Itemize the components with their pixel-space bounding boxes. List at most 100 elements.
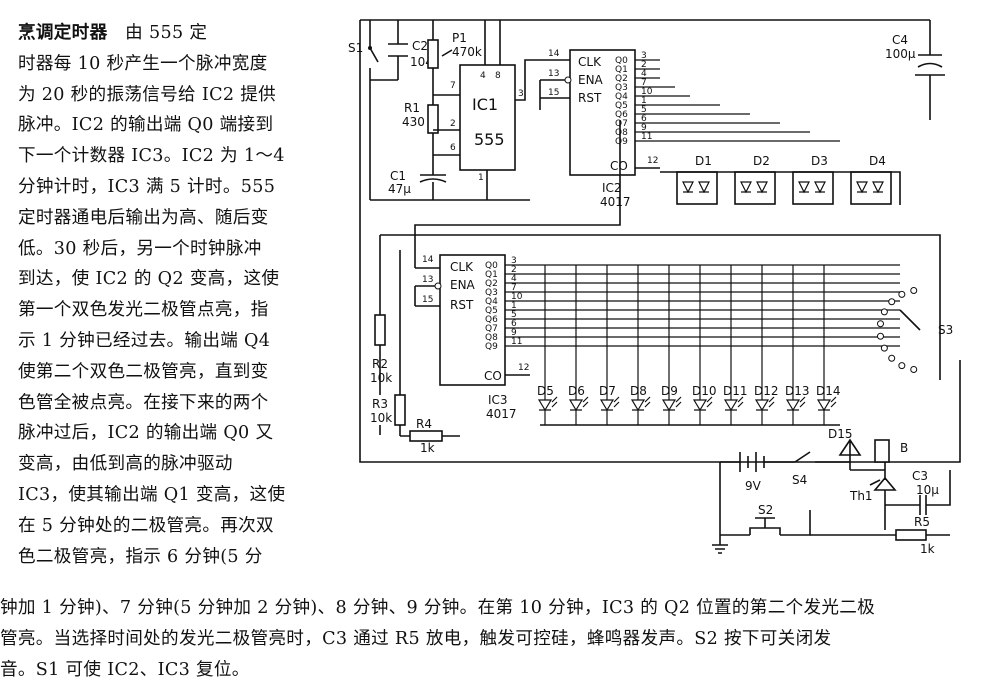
ic3-input-13: 13 — [422, 275, 433, 285]
c3-capacitor — [885, 470, 951, 515]
buzzer-label: B — [900, 441, 908, 455]
ic1-pin-6: 6 — [450, 143, 456, 153]
bicolor-d2-label: D2 — [753, 154, 770, 168]
text-line-13: 脉冲过后，IC2 的输出端 Q0 又 — [18, 423, 274, 444]
s3-contact-7 — [888, 298, 896, 306]
text-line-0: 烹调定时器 由 555 定 — [18, 18, 318, 49]
bicolor-d1-label: D1 — [695, 154, 712, 168]
article-title: 烹调定时器 — [18, 22, 108, 43]
r4-value: 1k — [420, 441, 435, 455]
r1-wire — [432, 129, 460, 175]
r1-resistor — [427, 104, 439, 134]
s3-contact-5 — [876, 320, 884, 328]
ic3-chip — [439, 254, 506, 386]
c2-value: 104 — [410, 55, 433, 69]
ic3-input-14: 14 — [422, 255, 434, 265]
bicolor-d4-box — [850, 171, 892, 205]
ic3-input-15: 15 — [422, 295, 433, 305]
r5-wire — [810, 505, 950, 536]
p1-wiper — [441, 49, 453, 57]
ic2-ena-bubble — [564, 76, 572, 84]
led-d11-label: D11 — [723, 384, 748, 398]
battery — [720, 452, 785, 472]
c2-capacitor — [388, 20, 408, 80]
ic3-pin-rst: RST — [450, 298, 474, 312]
ic3-out-q8-pin-num: 9 — [511, 328, 517, 338]
s3-contact-0 — [910, 366, 918, 374]
r2-value: 10k — [370, 371, 392, 385]
s1-label: S1 — [348, 41, 363, 55]
s4-label: S4 — [792, 473, 807, 487]
ic2-pin-co: CO — [610, 159, 628, 173]
ic3-type: 4017 — [486, 407, 517, 421]
s3-contact-2 — [888, 354, 896, 362]
led-d7-symbol — [599, 265, 615, 425]
ic3-out-q6-label: Q6 — [485, 315, 498, 325]
text-line-17: 色二极管亮，指示 6 分钟(5 分 — [18, 546, 263, 567]
ic3-out-q2-pin-num: 4 — [511, 274, 517, 284]
led-d5-rays — [551, 396, 558, 408]
text-line-7: 低。30 秒后，另一个时钟脉冲 — [18, 238, 262, 259]
c1-value: 47μ — [388, 182, 411, 196]
d15-label: D15 — [828, 427, 853, 441]
r4-label: R4 — [416, 417, 432, 431]
ic3-ena-bubble — [434, 282, 442, 290]
led-d11-rays — [737, 396, 744, 408]
th1-thyristor — [869, 476, 897, 505]
ic1-pin-2: 2 — [450, 119, 456, 129]
ic2-out-q3-pin-num: 7 — [641, 78, 647, 88]
ic3-pin-clk: CLK — [450, 260, 474, 274]
s1-contact — [368, 46, 372, 50]
inner-loop-wire — [380, 234, 941, 380]
article-text-full-width: 钟加 1 分钟)、7 分钟(5 分钟加 2 分钟)、8 分钟、9 分钟。在第 1… — [0, 593, 981, 685]
ic3-out-q5-label: Q5 — [485, 306, 498, 316]
s3-rotary-switch[interactable] — [876, 286, 921, 374]
r5-resistor — [895, 529, 927, 541]
c1-capacitor — [419, 174, 447, 200]
th1-label: Th1 — [849, 489, 873, 503]
text-line-2: 为 20 秒的振荡信号给 IC2 提供 — [18, 84, 277, 105]
ic2-out-q3-label: Q3 — [615, 83, 628, 93]
text-line-5: 分钟计时，IC3 满 5 计时。555 — [18, 176, 276, 197]
r3-value: 10k — [370, 411, 392, 425]
d15-diode — [838, 438, 862, 470]
bicolor-d3-symbol — [798, 181, 826, 194]
led-d10-symbol — [692, 265, 708, 425]
text-line-9: 第一个双色发光二极管点亮，指 — [18, 300, 269, 321]
ic2-out-q8-label: Q8 — [615, 128, 628, 138]
text-line-1: 时器每 10 秒产生一个脉冲宽度 — [18, 53, 268, 74]
ic2-type: 4017 — [600, 195, 631, 209]
ic2-pin-rst: RST — [578, 91, 602, 105]
text-line-3: 脉冲。IC2 的输出端 Q0 端接到 — [18, 115, 274, 136]
ic2-out-q1-pin-num: 2 — [641, 60, 647, 70]
s3-contact-9 — [910, 286, 918, 294]
text-line-0-body: 由 555 定 — [125, 23, 208, 43]
c4-value: 100μ — [885, 47, 916, 61]
led-d10-label: D10 — [692, 384, 717, 398]
p1-value: 470k — [452, 45, 482, 59]
s4-switch[interactable] — [785, 451, 850, 463]
led-d11-symbol — [723, 265, 739, 425]
led-d7-rays — [613, 396, 620, 408]
led-d13-symbol — [785, 265, 801, 425]
bicolor-d4-label: D4 — [869, 154, 886, 168]
r2-resistor — [374, 314, 386, 346]
full-line-2: 音。S1 可使 IC2、IC3 复位。 — [0, 659, 250, 680]
ic2-out-q6-pin-num: 5 — [641, 105, 647, 115]
ic1-pin-7: 7 — [450, 81, 456, 91]
ic3-out-q1-pin-num: 2 — [511, 265, 517, 275]
ic3-out-q7-label: Q7 — [485, 324, 498, 334]
ic3-out-q4-pin-num: 10 — [511, 292, 523, 302]
ic3-out-q6-pin-num: 5 — [511, 310, 517, 320]
c4-label: C4 — [892, 33, 908, 47]
ic2-input-13: 13 — [548, 69, 559, 79]
led-d14-rays — [830, 396, 837, 408]
s3-contact-3 — [880, 344, 888, 352]
ic2-pin-ena: ENA — [578, 73, 604, 87]
ic2-out-q6-label: Q6 — [615, 110, 628, 120]
ic2-input-14: 14 — [548, 49, 560, 59]
ic1-vcc-wires — [484, 20, 501, 65]
ic3-out-q9-label: Q9 — [485, 342, 498, 352]
ic1-type: 555 — [474, 130, 505, 149]
ic3-out-q0-label: Q0 — [485, 261, 498, 271]
